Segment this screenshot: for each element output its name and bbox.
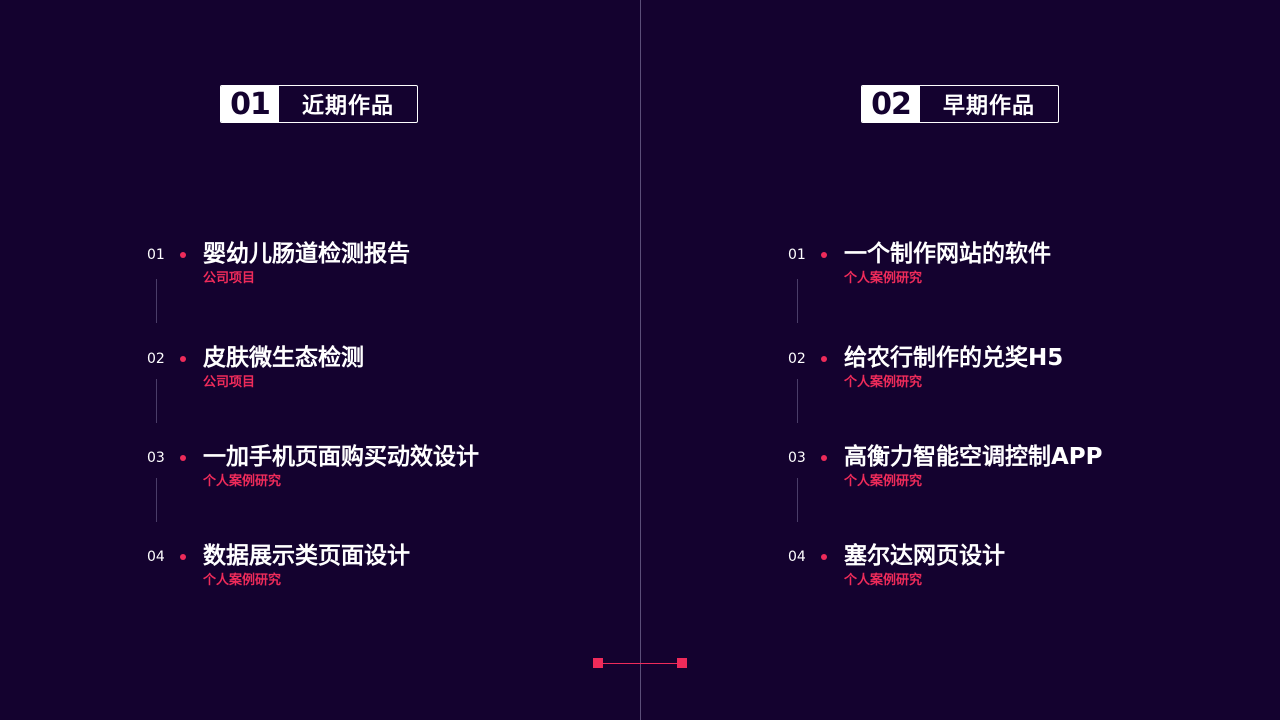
bullet-dot-icon bbox=[821, 356, 827, 362]
item-category: 个人案例研究 bbox=[844, 375, 923, 390]
item-title: 一个制作网站的软件 bbox=[844, 241, 1051, 267]
bullet-dot-icon bbox=[180, 554, 186, 560]
item-category: 个人案例研究 bbox=[844, 573, 923, 588]
bullet-dot-icon bbox=[821, 554, 827, 560]
item-category: 公司项目 bbox=[203, 375, 256, 390]
center-divider bbox=[640, 0, 641, 720]
list-item[interactable]: 03 一加手机页面购买动效设计 个人案例研究 bbox=[147, 444, 627, 505]
item-title: 给农行制作的兑奖H5 bbox=[844, 345, 1064, 371]
item-index: 01 bbox=[147, 247, 165, 263]
bullet-dot-icon bbox=[180, 455, 186, 461]
list-item[interactable]: 04 塞尔达网页设计 个人案例研究 bbox=[788, 543, 1268, 604]
item-title: 高衡力智能空调控制APP bbox=[844, 444, 1103, 470]
list-item[interactable]: 04 数据展示类页面设计 个人案例研究 bbox=[147, 543, 627, 604]
item-title: 塞尔达网页设计 bbox=[844, 543, 1005, 569]
item-title: 皮肤微生态检测 bbox=[203, 345, 364, 371]
item-index: 04 bbox=[788, 549, 806, 565]
item-category: 公司项目 bbox=[203, 271, 256, 286]
list-item[interactable]: 03 高衡力智能空调控制APP 个人案例研究 bbox=[788, 444, 1268, 505]
item-title: 数据展示类页面设计 bbox=[203, 543, 410, 569]
section-header-recent: 01 近期作品 bbox=[220, 85, 418, 123]
item-category: 个人案例研究 bbox=[844, 474, 923, 489]
item-category: 个人案例研究 bbox=[203, 573, 282, 588]
item-index: 02 bbox=[147, 351, 165, 367]
item-category: 个人案例研究 bbox=[844, 271, 923, 286]
list-item[interactable]: 01 婴幼儿肠道检测报告 公司项目 bbox=[147, 241, 627, 302]
section-title: 近期作品 bbox=[301, 94, 394, 119]
connector-line bbox=[156, 379, 157, 423]
item-index: 04 bbox=[147, 549, 165, 565]
bullet-dot-icon bbox=[821, 455, 827, 461]
bullet-dot-icon bbox=[180, 356, 186, 362]
item-index: 01 bbox=[788, 247, 806, 263]
list-item[interactable]: 01 一个制作网站的软件 个人案例研究 bbox=[788, 241, 1268, 302]
item-title: 一加手机页面购买动效设计 bbox=[203, 444, 479, 470]
item-category: 个人案例研究 bbox=[203, 474, 282, 489]
bullet-dot-icon bbox=[180, 252, 186, 258]
bullet-dot-icon bbox=[821, 252, 827, 258]
item-index: 03 bbox=[788, 450, 806, 466]
section-title: 早期作品 bbox=[942, 94, 1035, 119]
item-index: 03 bbox=[147, 450, 165, 466]
item-index: 02 bbox=[788, 351, 806, 367]
bottom-decor-square-icon bbox=[677, 658, 687, 668]
list-item[interactable]: 02 皮肤微生态检测 公司项目 bbox=[147, 345, 627, 406]
list-item[interactable]: 02 给农行制作的兑奖H5 个人案例研究 bbox=[788, 345, 1268, 406]
connector-line bbox=[797, 379, 798, 423]
connector-line bbox=[156, 279, 157, 323]
section-header-early: 02 早期作品 bbox=[861, 85, 1059, 123]
item-title: 婴幼儿肠道检测报告 bbox=[203, 241, 410, 267]
connector-line bbox=[156, 478, 157, 522]
bottom-decor-square-icon bbox=[593, 658, 603, 668]
section-number: 01 bbox=[221, 86, 279, 122]
connector-line bbox=[797, 279, 798, 323]
section-number: 02 bbox=[862, 86, 920, 122]
bottom-decor-line bbox=[598, 663, 682, 664]
connector-line bbox=[797, 478, 798, 522]
